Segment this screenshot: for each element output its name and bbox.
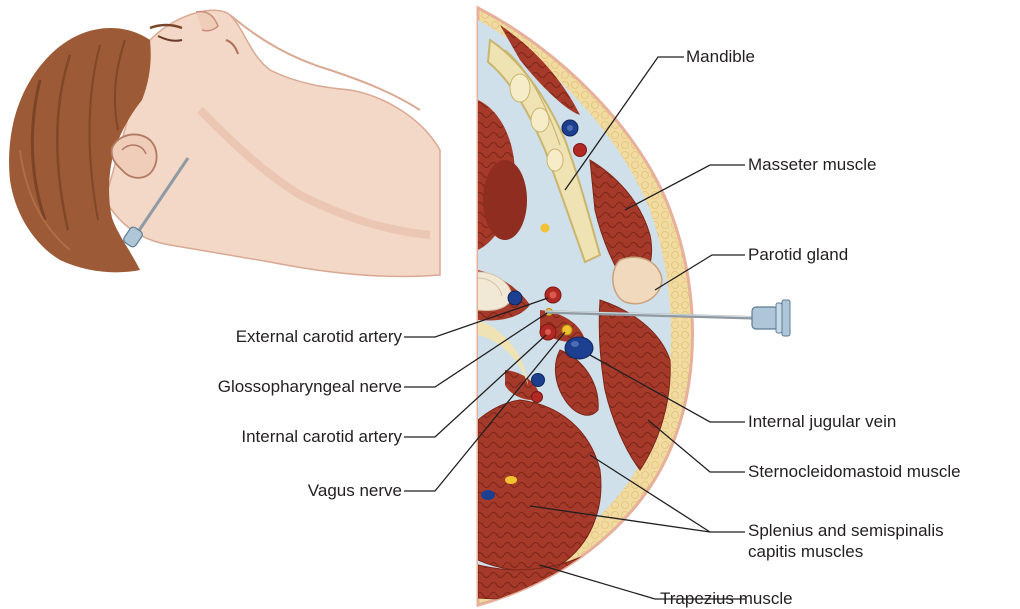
jugular-small-vein: [508, 291, 522, 305]
label-trapezius-muscle: Trapezius muscle: [660, 589, 793, 609]
artery-top: [574, 144, 587, 157]
internal-jugular-vein-shape: [565, 337, 593, 359]
section-needle-hub: [752, 307, 778, 329]
face-skin: [105, 10, 440, 276]
label-masseter-muscle: Masseter muscle: [748, 155, 876, 175]
head-illustration: [9, 10, 440, 276]
label-sternocleidomastoid-muscle: Sternocleidomastoid muscle: [748, 462, 961, 482]
label-internal-jugular-vein: Internal jugular vein: [748, 412, 896, 432]
label-external-carotid-artery: External carotid artery: [236, 327, 402, 347]
label-mandible: Mandible: [686, 47, 755, 67]
label-internal-carotid-artery: Internal carotid artery: [241, 427, 402, 447]
label-parotid-gland: Parotid gland: [748, 245, 848, 265]
label-vagus-nerve: Vagus nerve: [308, 481, 402, 501]
label-glossopharyngeal-nerve: Glossopharyngeal nerve: [218, 377, 402, 397]
label-splenius-line1: Splenius and semispinalis: [748, 521, 944, 541]
parotid-gland-shape: [613, 257, 662, 304]
label-splenius-line2: capitis muscles: [748, 542, 863, 562]
